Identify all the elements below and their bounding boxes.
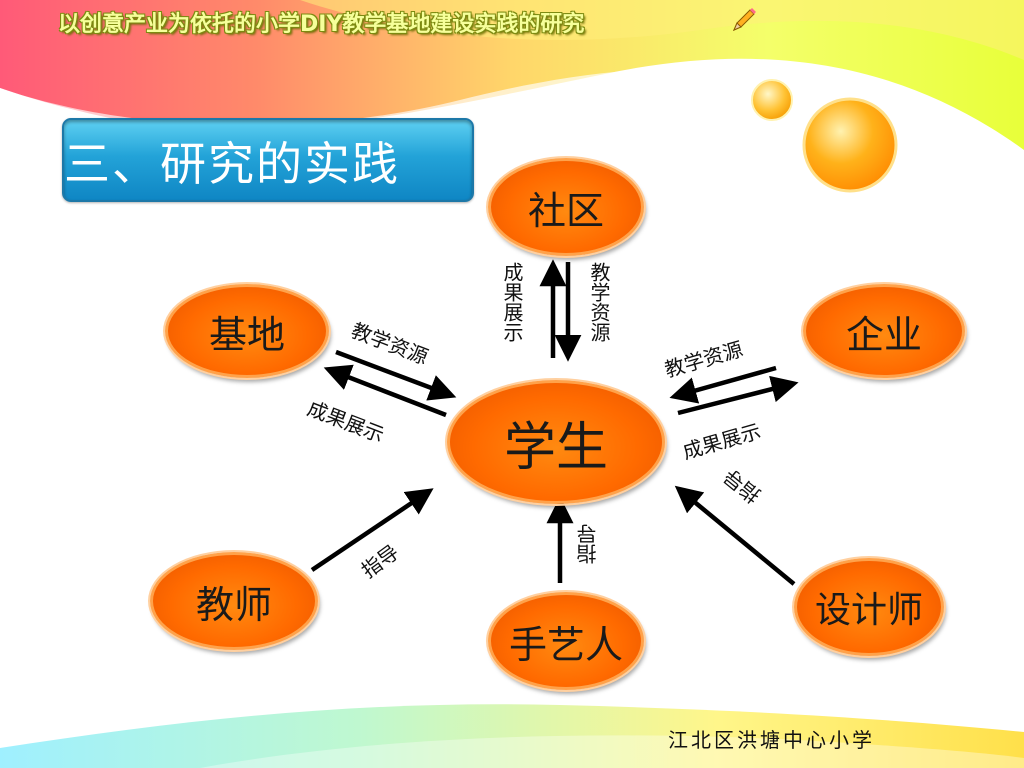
- section-title: 三、研究的实践: [64, 137, 400, 191]
- node-designer: 设计师: [794, 558, 944, 656]
- header-title: 以创意产业为依托的小学DIY教学基地建设实践的研究: [58, 12, 585, 37]
- node-label-community: 社区: [527, 188, 604, 233]
- node-label-craftsman: 手艺人: [508, 622, 623, 667]
- node-student: 学生: [447, 380, 665, 504]
- section-title-box: [62, 118, 474, 202]
- node-base: 基地: [165, 284, 329, 378]
- node-craftsman: 手艺人: [488, 592, 644, 690]
- arrow-designer-to-student: [674, 485, 796, 586]
- arrow-student-to-enterprise: [677, 375, 799, 416]
- node-label-student: 学生: [503, 417, 608, 478]
- node-community: 社区: [488, 158, 644, 256]
- footer-school-name: 江北区洪塘中心小学: [668, 728, 875, 752]
- pencil-icon: [733, 8, 756, 31]
- node-teacher: 教师: [150, 552, 318, 650]
- edge-label-community-results: 成果展示: [500, 262, 524, 342]
- arrow-student-to-base: [323, 364, 447, 418]
- edge-label-community-resources: 教学资源: [587, 262, 611, 342]
- arrow-teacher-to-student: [310, 488, 434, 572]
- arrow-enterprise-to-student: [669, 365, 777, 404]
- arrow-base-to-student: [335, 349, 457, 401]
- node-enterprise: 企业: [803, 284, 965, 378]
- node-label-teacher: 教师: [195, 582, 272, 627]
- node-label-designer: 设计师: [814, 590, 923, 631]
- node-label-base: 基地: [208, 312, 285, 357]
- node-label-enterprise: 企业: [845, 312, 922, 357]
- edge-label-craftsman-guidance: 指导: [576, 524, 600, 564]
